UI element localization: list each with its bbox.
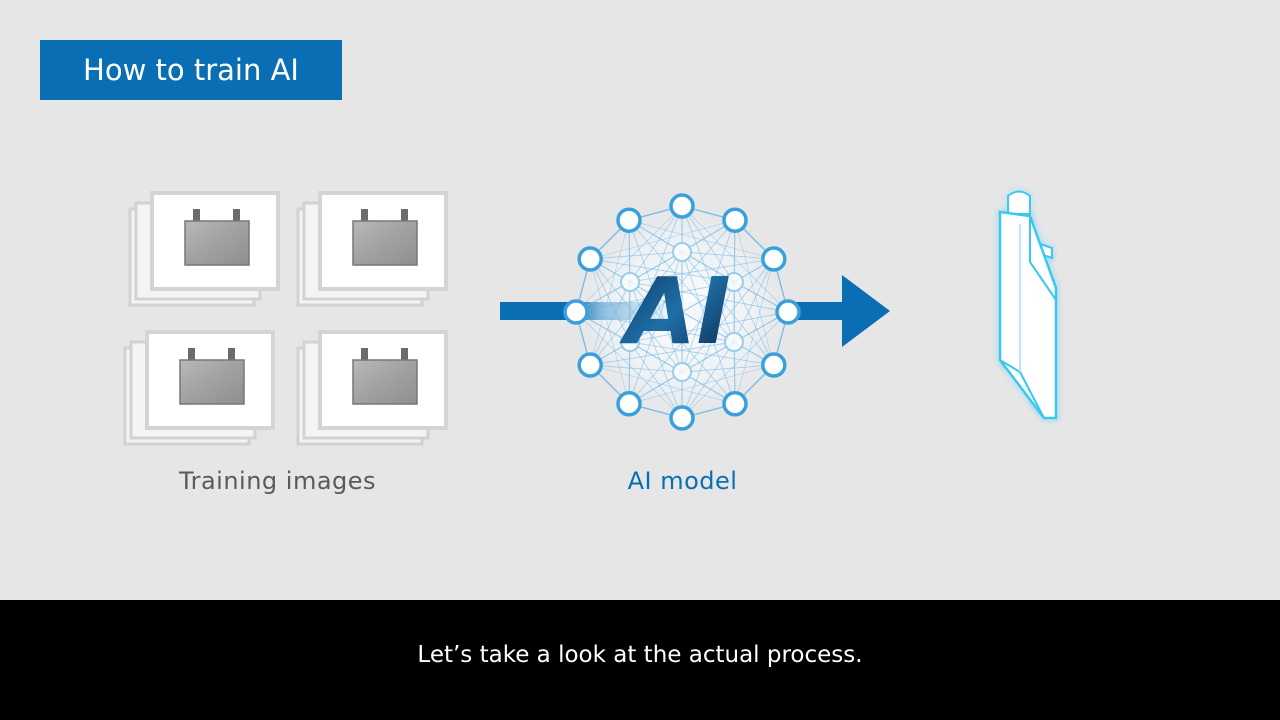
battery-photo-stack-icon (128, 191, 280, 307)
subtitle-text: Let’s take a look at the actual process. (417, 642, 863, 668)
glowing-component-icon (998, 190, 1058, 420)
page-title: How to train AI (40, 40, 342, 100)
process-diagram: AI (123, 190, 1058, 446)
network-node (775, 299, 801, 325)
network-node (761, 246, 787, 272)
training-images-group (123, 191, 448, 446)
network-node (669, 193, 695, 219)
network-node (577, 352, 603, 378)
network-node (577, 246, 603, 272)
training-images-label: Training images (178, 467, 377, 495)
network-node-inner (620, 332, 641, 352)
network-node-inner (620, 272, 641, 292)
network-node (669, 405, 695, 431)
battery-photo-stack-icon (123, 330, 275, 446)
neural-network-icon: AI (563, 193, 801, 431)
arrow-head (842, 275, 890, 347)
network-node (563, 299, 589, 325)
network-node (616, 207, 642, 233)
battery-photo-stack-icon (296, 191, 448, 307)
page-title-text: How to train AI (83, 53, 299, 87)
battery-photo-stack-icon (296, 330, 448, 446)
slide-canvas: How to train AI (40, 40, 1058, 495)
network-node-inner (723, 332, 744, 352)
network-node (722, 207, 748, 233)
network-node (761, 352, 787, 378)
network-node-inner (723, 272, 744, 292)
network-nodes (563, 193, 801, 431)
subtitle-bar (0, 600, 1280, 720)
network-node-inner (672, 242, 692, 262)
ai-logo-text: AI (619, 258, 730, 365)
ai-model-label: AI model (627, 467, 738, 495)
network-node-inner (672, 362, 692, 382)
network-node (616, 391, 642, 417)
network-node (722, 391, 748, 417)
